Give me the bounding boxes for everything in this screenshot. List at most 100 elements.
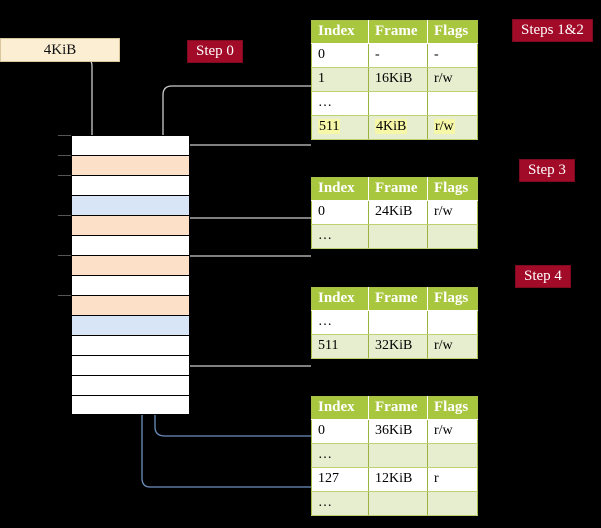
table-row: … (311, 310, 478, 335)
table-cell: … (311, 224, 369, 249)
table-cell: 0 (311, 419, 369, 444)
badge-label: Steps 1&2 (521, 22, 584, 38)
wire-step3b (175, 255, 311, 290)
frame-tick-mark (58, 175, 71, 176)
memory-frame-row (71, 295, 190, 315)
column-header-index: Index (311, 287, 369, 311)
column-header-index: Index (311, 396, 369, 420)
physical-memory-column (58, 135, 190, 415)
column-header-frame: Frame (368, 177, 428, 201)
table-row: … (311, 491, 478, 516)
table-cell: r/w (427, 419, 478, 444)
badge-step-0: Step 0 (187, 40, 243, 63)
column-header-flags: Flags (427, 177, 478, 201)
table-cell: 24KiB (368, 200, 428, 225)
frame-tick-mark (58, 255, 71, 256)
wire-step4 (174, 302, 311, 367)
frame-tick-mark (58, 135, 71, 136)
table-cell: r/w (427, 67, 478, 92)
highlighted-value: 4KiB (375, 119, 408, 134)
frame-tick-mark (58, 295, 71, 296)
table-cell (427, 491, 478, 516)
source-frame-box: 4KiB (0, 38, 120, 62)
table-row: 511 4KiB r/w (311, 115, 478, 140)
badge-label: Step 3 (528, 162, 566, 178)
column-header-frame: Frame (368, 20, 428, 44)
frame-tick-mark (58, 215, 71, 216)
table-cell: 0 (311, 43, 369, 68)
table-cell: … (311, 443, 369, 468)
memory-frame-row (71, 195, 190, 215)
table-cell (427, 310, 478, 335)
memory-frame-row (71, 275, 190, 295)
memory-frame-row (71, 335, 190, 355)
table-cell: 16KiB (368, 67, 428, 92)
column-header-index: Index (311, 177, 369, 201)
table-cell: 511 (311, 334, 369, 359)
highlighted-value: r/w (434, 119, 455, 134)
table-cell (368, 310, 428, 335)
memory-frame-row (71, 355, 190, 375)
table-cell: r/w (427, 200, 478, 225)
memory-frame-row (71, 135, 190, 155)
table-row: … (311, 224, 478, 249)
frame-tick-mark (58, 155, 71, 156)
column-header-flags: Flags (427, 287, 478, 311)
table-cell (368, 491, 428, 516)
memory-frame-row (71, 255, 190, 275)
memory-frame-row (71, 395, 190, 415)
memory-frame-row (71, 315, 190, 335)
table-cell (427, 443, 478, 468)
table-cell: 12KiB (368, 467, 428, 492)
highlighted-value: 511 (318, 119, 341, 134)
badge-label: Step 4 (524, 268, 562, 284)
badge-step-4: Step 4 (515, 265, 571, 288)
table-cell: … (311, 310, 369, 335)
table-cell: 1 (311, 67, 369, 92)
column-header-frame: Frame (368, 287, 428, 311)
memory-frame-row (71, 175, 190, 195)
source-frame-label: 4KiB (43, 42, 77, 58)
column-header-frame: Frame (368, 396, 428, 420)
memory-frame-row (71, 215, 190, 235)
table-cell (427, 224, 478, 249)
table-cell: 0 (311, 200, 369, 225)
badge-label: Step 0 (196, 43, 234, 59)
memory-frame-row (71, 375, 190, 395)
table-cell: 511 (311, 115, 369, 140)
table-cell: 32KiB (368, 334, 428, 359)
memory-frame-row (71, 235, 190, 255)
wire-step0 (59, 51, 99, 150)
table-cell: … (311, 491, 369, 516)
table-cell (427, 91, 478, 116)
table-cell: - (427, 43, 478, 68)
memory-frame-row (71, 155, 190, 175)
column-header-flags: Flags (427, 20, 478, 44)
badge-steps-1-and-2: Steps 1&2 (512, 19, 593, 42)
table-row: 0-- (311, 43, 478, 68)
badge-step-3: Step 3 (519, 159, 575, 182)
table-cell (368, 91, 428, 116)
table-cell: r/w (427, 115, 478, 140)
table-row: … (311, 443, 478, 468)
table-cell (368, 224, 428, 249)
column-header-flags: Flags (427, 396, 478, 420)
table-cell: 36KiB (368, 419, 428, 444)
column-header-index: Index (311, 20, 369, 44)
table-cell: … (311, 91, 369, 116)
table-row: … (311, 91, 478, 116)
table-cell: r (427, 467, 478, 492)
